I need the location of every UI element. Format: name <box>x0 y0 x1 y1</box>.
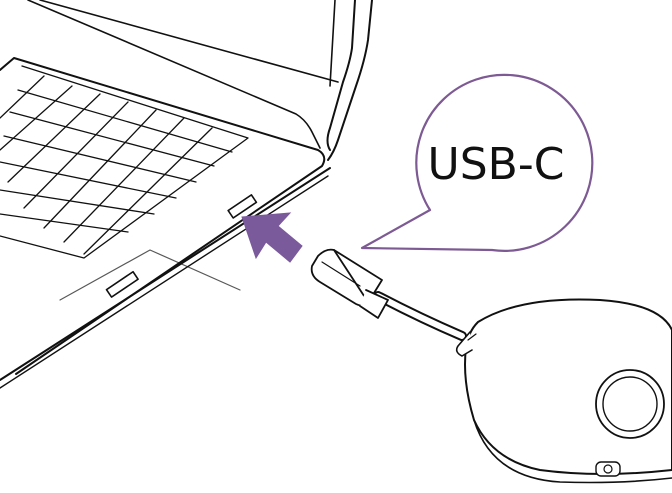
laptop-lid <box>27 0 373 161</box>
usb-c-label: USB-C <box>427 139 565 190</box>
side-port <box>105 270 139 298</box>
usb-c-plug <box>310 248 389 319</box>
laptop-base <box>0 57 331 389</box>
wireless-dongle <box>310 248 672 484</box>
power-button-icon <box>595 369 665 439</box>
usb-c-port <box>227 194 258 219</box>
pairing-button <box>595 461 621 477</box>
insert-arrow-icon <box>241 212 303 263</box>
trackpad <box>59 249 241 301</box>
led-indicator <box>467 333 477 341</box>
usb-c-callout-bubble <box>360 73 594 252</box>
keyboard <box>0 65 249 259</box>
laptop <box>0 0 373 389</box>
